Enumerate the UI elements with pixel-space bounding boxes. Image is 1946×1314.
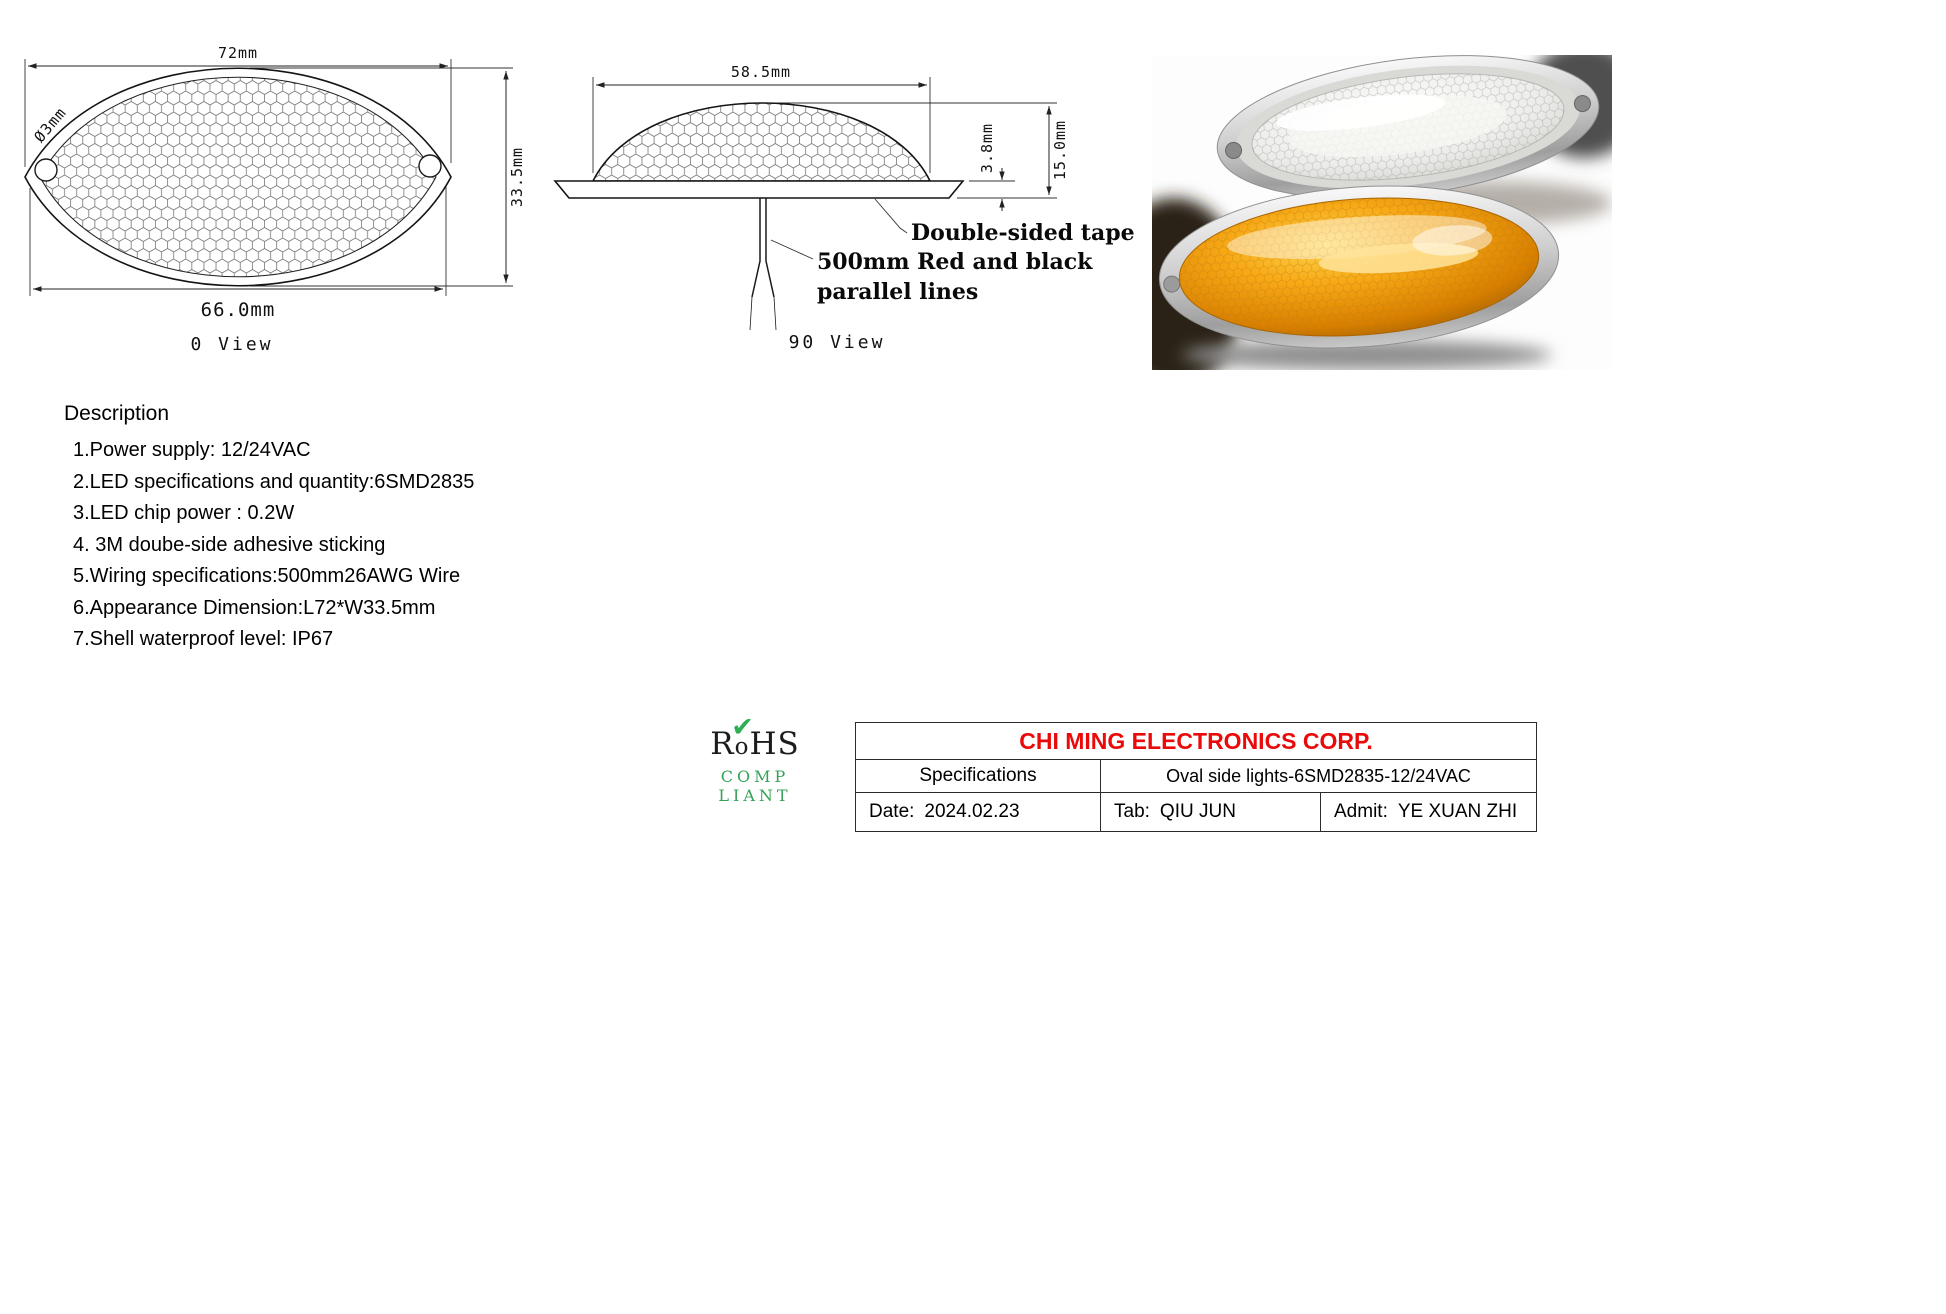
screw-hole-right (1573, 95, 1591, 113)
mounting-hole-right (418, 154, 442, 178)
title-block-table: CHI MING ELECTRONICS CORP. Specification… (854, 722, 1538, 832)
description-title: Description (64, 402, 170, 425)
dim-width-top: 72mm (218, 44, 258, 62)
admit-cell: Admit: YE XUAN ZHI (1319, 792, 1538, 832)
dim-width-bottom: 66.0mm (201, 299, 276, 321)
dim-total-height: 15.0mm (1051, 120, 1069, 180)
rohs-logo: RoHS ✔ COMP LIANT (685, 712, 825, 805)
white-light (1216, 55, 1600, 199)
description-item: 1.Power supply: 12/24VAC (73, 439, 311, 461)
amber-light (1158, 185, 1560, 349)
wires (751, 198, 775, 298)
side-extension-lines (592, 77, 1057, 260)
description-item: 3.LED chip power : 0.2W (73, 502, 295, 524)
description-item: 6.Appearance Dimension:L72*W33.5mm (73, 596, 436, 619)
rohs-letter-r: R (710, 726, 735, 762)
side-dimension-lines (596, 82, 1052, 211)
base-flange (553, 180, 965, 199)
tab-label: Tab: (1114, 801, 1150, 822)
admit-label: Admit: (1334, 801, 1388, 822)
dim-height: 33.5mm (508, 147, 526, 207)
honeycomb-lens (39, 76, 437, 278)
front-dimension-lines (28, 63, 509, 292)
rohs-letters-hs: HS (749, 726, 800, 762)
company-name: CHI MING ELECTRONICS CORP. (854, 722, 1538, 760)
mounting-hole-left (34, 158, 58, 182)
note-wire-line2: parallel lines (817, 279, 978, 305)
tab-cell: Tab: QIU JUN (1100, 792, 1321, 832)
dome-lens-profile (591, 102, 932, 182)
admit-value: YE XUAN ZHI (1397, 801, 1518, 822)
photo-ground-shadow (1182, 340, 1552, 370)
description-list: 1.Power supply: 12/24VAC 2.LED specifica… (64, 435, 474, 656)
note-double-sided-tape: Double-sided tape (911, 220, 1135, 246)
spec-label-cell: Specifications (855, 759, 1101, 793)
rohs-letter-o: o (734, 734, 750, 760)
wire-strands (749, 296, 777, 331)
dim-dome-width: 58.5mm (731, 63, 791, 81)
description-section: Description 1.Power supply: 12/24VAC 2.L… (64, 402, 474, 656)
description-item: 2.LED specifications and quantity:6SMD28… (73, 470, 475, 493)
description-item: 4. 3M doube-side adhesive sticking (73, 533, 386, 556)
note-wire-line1: 500mm Red and black (817, 249, 1093, 275)
date-value: 2024.02.23 (924, 801, 1020, 822)
rohs-compliant-text: COMP LIANT (718, 767, 792, 805)
side-view-label: 90 View (789, 332, 886, 353)
dim-flange-thickness: 3.8mm (978, 123, 996, 173)
spec-value-cell: Oval side lights-6SMD2835-12/24VAC (1099, 759, 1538, 793)
tab-value: QIU JUN (1159, 801, 1236, 822)
description-item: 7.Shell waterproof level: IP67 (73, 628, 334, 650)
date-cell: Date: 2024.02.23 (855, 792, 1101, 832)
screw-hole-left (1225, 141, 1243, 159)
date-label: Date: (869, 801, 915, 822)
screw-hole-amber-left (1163, 275, 1181, 293)
check-icon: ✔ (731, 712, 755, 743)
rohs-wordmark: RoHS ✔ (710, 712, 800, 762)
front-view-label: 0 View (190, 334, 273, 355)
front-view-drawing: 72mm Ø3mm 33.5mm 66.0mm 0 View (24, 44, 526, 355)
description-item: 5.Wiring specifications:500mm26AWG Wire (73, 565, 461, 587)
product-photo (1152, 55, 1612, 370)
side-view-drawing: 58.5mm 3.8mm 15.0mm Double-sided tape 50… (553, 63, 1135, 353)
